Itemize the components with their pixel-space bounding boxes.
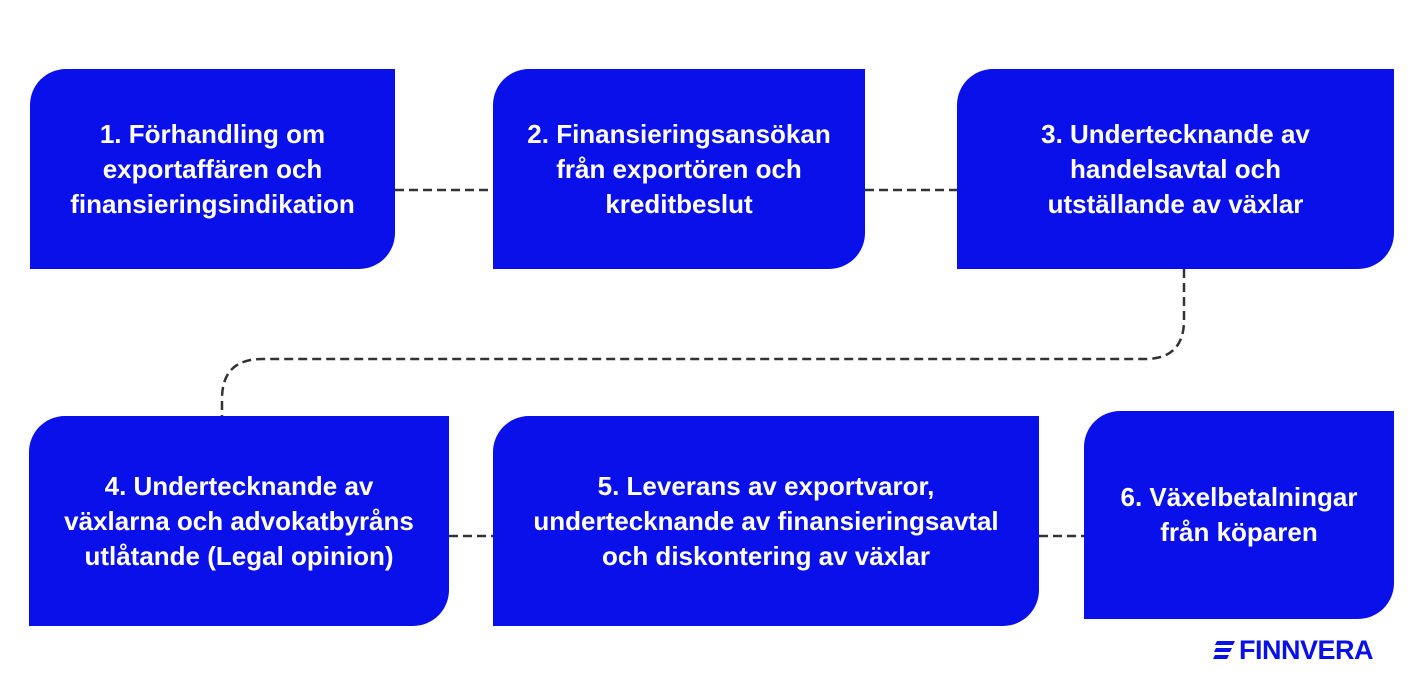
step-2-box: 2. Finansieringsansökan från exportören … — [493, 69, 865, 269]
step-5-box: 5. Leverans av exportvaror, undertecknan… — [493, 416, 1039, 626]
finnvera-logo: FINNVERA — [1213, 632, 1374, 668]
step-2-text: 2. Finansieringsansökan från exportören … — [527, 118, 831, 219]
step-1-box: 1. Förhandling om exportaffären och fina… — [30, 69, 395, 269]
step-4-box: 4. Undertecknande av växlarna och advoka… — [29, 416, 449, 626]
step-5-text: 5. Leverans av exportvaror, undertecknan… — [533, 470, 999, 571]
step-3-box: 3. Undertecknande av handelsavtal och ut… — [957, 69, 1394, 269]
finnvera-logo-text: FINNVERA — [1239, 634, 1374, 665]
connector-3-4 — [220, 269, 1186, 416]
finnvera-logo-icon — [1213, 641, 1235, 659]
step-3-text: 3. Undertecknande av handelsavtal och ut… — [1041, 118, 1310, 219]
step-6-text: 6. Växelbetalningar från köparen — [1120, 482, 1358, 547]
step-4-text: 4. Undertecknande av växlarna och advoka… — [64, 470, 414, 571]
step-6-box: 6. Växelbetalningar från köparen — [1084, 411, 1394, 619]
step-1-text: 1. Förhandling om exportaffären och fina… — [70, 118, 355, 219]
